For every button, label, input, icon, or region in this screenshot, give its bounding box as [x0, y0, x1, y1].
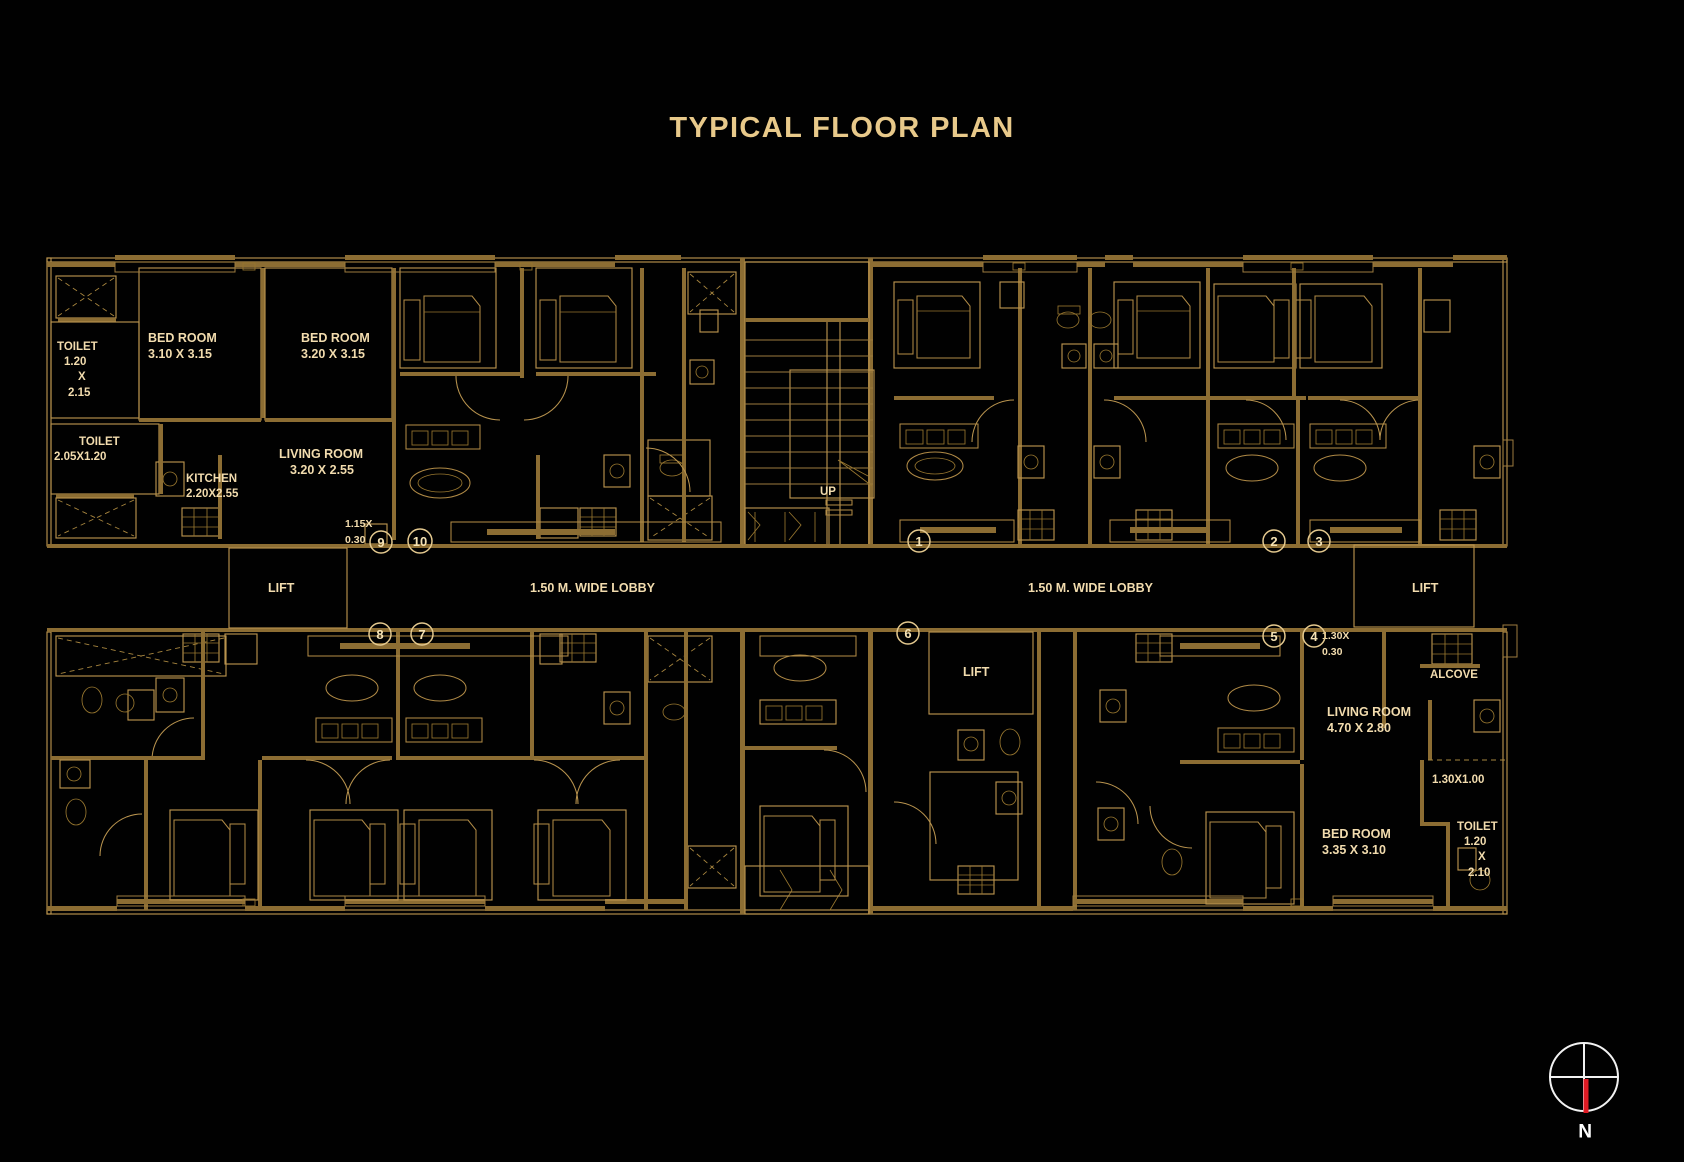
sofa-furniture — [1309, 423, 1387, 449]
unit-marker-10[interactable]: 10 — [407, 528, 433, 554]
lift-label-left: LIFT — [268, 581, 295, 595]
toilet-1-size-3: 2.15 — [68, 387, 91, 399]
svg-text:9: 9 — [377, 535, 384, 550]
sofa-furniture — [405, 717, 483, 743]
unit-marker-4[interactable]: 4 — [1302, 624, 1326, 648]
unit-marker-1[interactable]: 1 — [907, 529, 931, 553]
unit-marker-5[interactable]: 5 — [1262, 624, 1286, 648]
north-arrow: N — [1549, 1042, 1619, 1140]
toilet-1-name: TOILET — [57, 341, 98, 353]
svg-text:5: 5 — [1270, 629, 1277, 644]
duct-right-dim-2: 0.30 — [1322, 646, 1343, 658]
bedroom-3-size: 3.35 X 3.10 — [1322, 843, 1386, 857]
page-title: TYPICAL FLOOR PLAN — [669, 112, 1015, 144]
toilet-1-size-1: 1.20 — [64, 356, 86, 368]
living-2-size: 4.70 X 2.80 — [1327, 721, 1391, 735]
living-2-name: LIVING ROOM — [1327, 705, 1411, 719]
kitchen-1-size: 2.20X2.55 — [186, 488, 239, 500]
svg-text:3: 3 — [1315, 534, 1322, 549]
svg-text:4: 4 — [1310, 629, 1318, 644]
sofa-furniture — [1217, 727, 1295, 753]
stair-up-label: UP — [820, 486, 836, 498]
dimension-labels: 1.15X 0.30 1.30X 0.30 1.30X1.00 — [345, 518, 1484, 786]
toilet-2-name: TOILET — [79, 436, 120, 448]
sofa-furniture — [765, 705, 823, 721]
lift-label-right: LIFT — [1412, 581, 1439, 595]
duct-right-dim-1: 1.30X — [1322, 630, 1349, 642]
niche-right-dim: 1.30X1.00 — [1432, 774, 1484, 786]
toilet-1-size-2: X — [78, 371, 86, 383]
sofa-furniture — [405, 424, 481, 450]
lift-car-middle — [928, 631, 1034, 715]
bed-furniture — [173, 819, 246, 897]
bed-furniture — [533, 819, 611, 897]
bed-furniture — [763, 815, 836, 893]
svg-text:10: 10 — [413, 534, 427, 549]
toilet-3-size-3: 2.10 — [1468, 867, 1490, 879]
upper-right-wing — [873, 255, 1507, 544]
lower-right-wing — [745, 632, 1507, 911]
stair-treads — [745, 339, 873, 485]
duct-left-dim-1: 1.15X — [345, 518, 372, 530]
lift-label-middle: LIFT — [963, 665, 990, 679]
unit-marker-3[interactable]: 3 — [1307, 529, 1331, 553]
bed-furniture — [313, 819, 386, 897]
bedroom-2-size: 3.20 X 3.15 — [301, 347, 365, 361]
svg-text:1: 1 — [915, 534, 922, 549]
lower-left-wing — [47, 632, 737, 911]
bedroom-3-name: BED ROOM — [1322, 827, 1391, 841]
bedroom-2-name: BED ROOM — [301, 331, 370, 345]
duct-left-dim-2: 0.30 — [345, 534, 366, 546]
bed-furniture — [1217, 295, 1290, 363]
bed-furniture — [1295, 295, 1373, 363]
kitchen-1-name: KITCHEN — [186, 473, 237, 485]
room-labels: BED ROOM 3.10 X 3.15 BED ROOM 3.20 X 3.1… — [54, 331, 1498, 879]
balcony-details — [114, 261, 1518, 907]
north-letter: N — [1578, 1119, 1592, 1140]
svg-text:2: 2 — [1270, 534, 1277, 549]
living-1-name: LIVING ROOM — [279, 447, 363, 461]
bed-furniture — [399, 819, 477, 897]
upper-left-wing — [47, 255, 737, 545]
living-1-size: 3.20 X 2.55 — [290, 463, 354, 477]
lobby-thresholds — [307, 519, 1421, 657]
bedroom-1-size: 3.10 X 3.15 — [148, 347, 212, 361]
lobby-label-left: 1.50 M. WIDE LOBBY — [530, 581, 656, 595]
toilet-3-size-1: 1.20 — [1464, 836, 1486, 848]
staircase-core: UP — [740, 258, 875, 915]
unit-marker-2[interactable]: 2 — [1262, 529, 1286, 553]
sofa-furniture — [315, 717, 393, 743]
bed-furniture — [403, 295, 481, 363]
lift-car-left — [228, 547, 348, 629]
toilet-2-size: 2.05X1.20 — [54, 451, 106, 463]
sofa-furniture — [1217, 423, 1295, 449]
unit-marker-9[interactable]: 9 — [369, 530, 393, 554]
toilet-3-size-2: X — [1478, 851, 1486, 863]
unit-marker-6[interactable]: 6 — [896, 621, 920, 645]
bed-furniture — [539, 295, 617, 363]
bedroom-1-name: BED ROOM — [148, 331, 217, 345]
svg-text:6: 6 — [904, 626, 911, 641]
lift-car-right — [1353, 544, 1475, 628]
lobby-label-right: 1.50 M. WIDE LOBBY — [1028, 581, 1154, 595]
unit-markers: 9 10 1 2 3 4 5 — [368, 528, 1331, 648]
unit-marker-8[interactable]: 8 — [368, 622, 392, 646]
sofa-furniture — [899, 423, 979, 449]
alcove-label: ALCOVE — [1430, 669, 1478, 681]
bed-furniture — [1117, 295, 1191, 359]
unit-marker-7[interactable]: 7 — [410, 622, 434, 646]
bed-furniture — [897, 295, 971, 359]
bed-furniture — [1209, 821, 1282, 899]
lobby-band: 1.50 M. WIDE LOBBY 1.50 M. WIDE LOBBY LI… — [47, 544, 1507, 715]
svg-text:8: 8 — [376, 627, 383, 642]
toilet-3-name: TOILET — [1457, 821, 1498, 833]
svg-text:7: 7 — [418, 627, 425, 642]
